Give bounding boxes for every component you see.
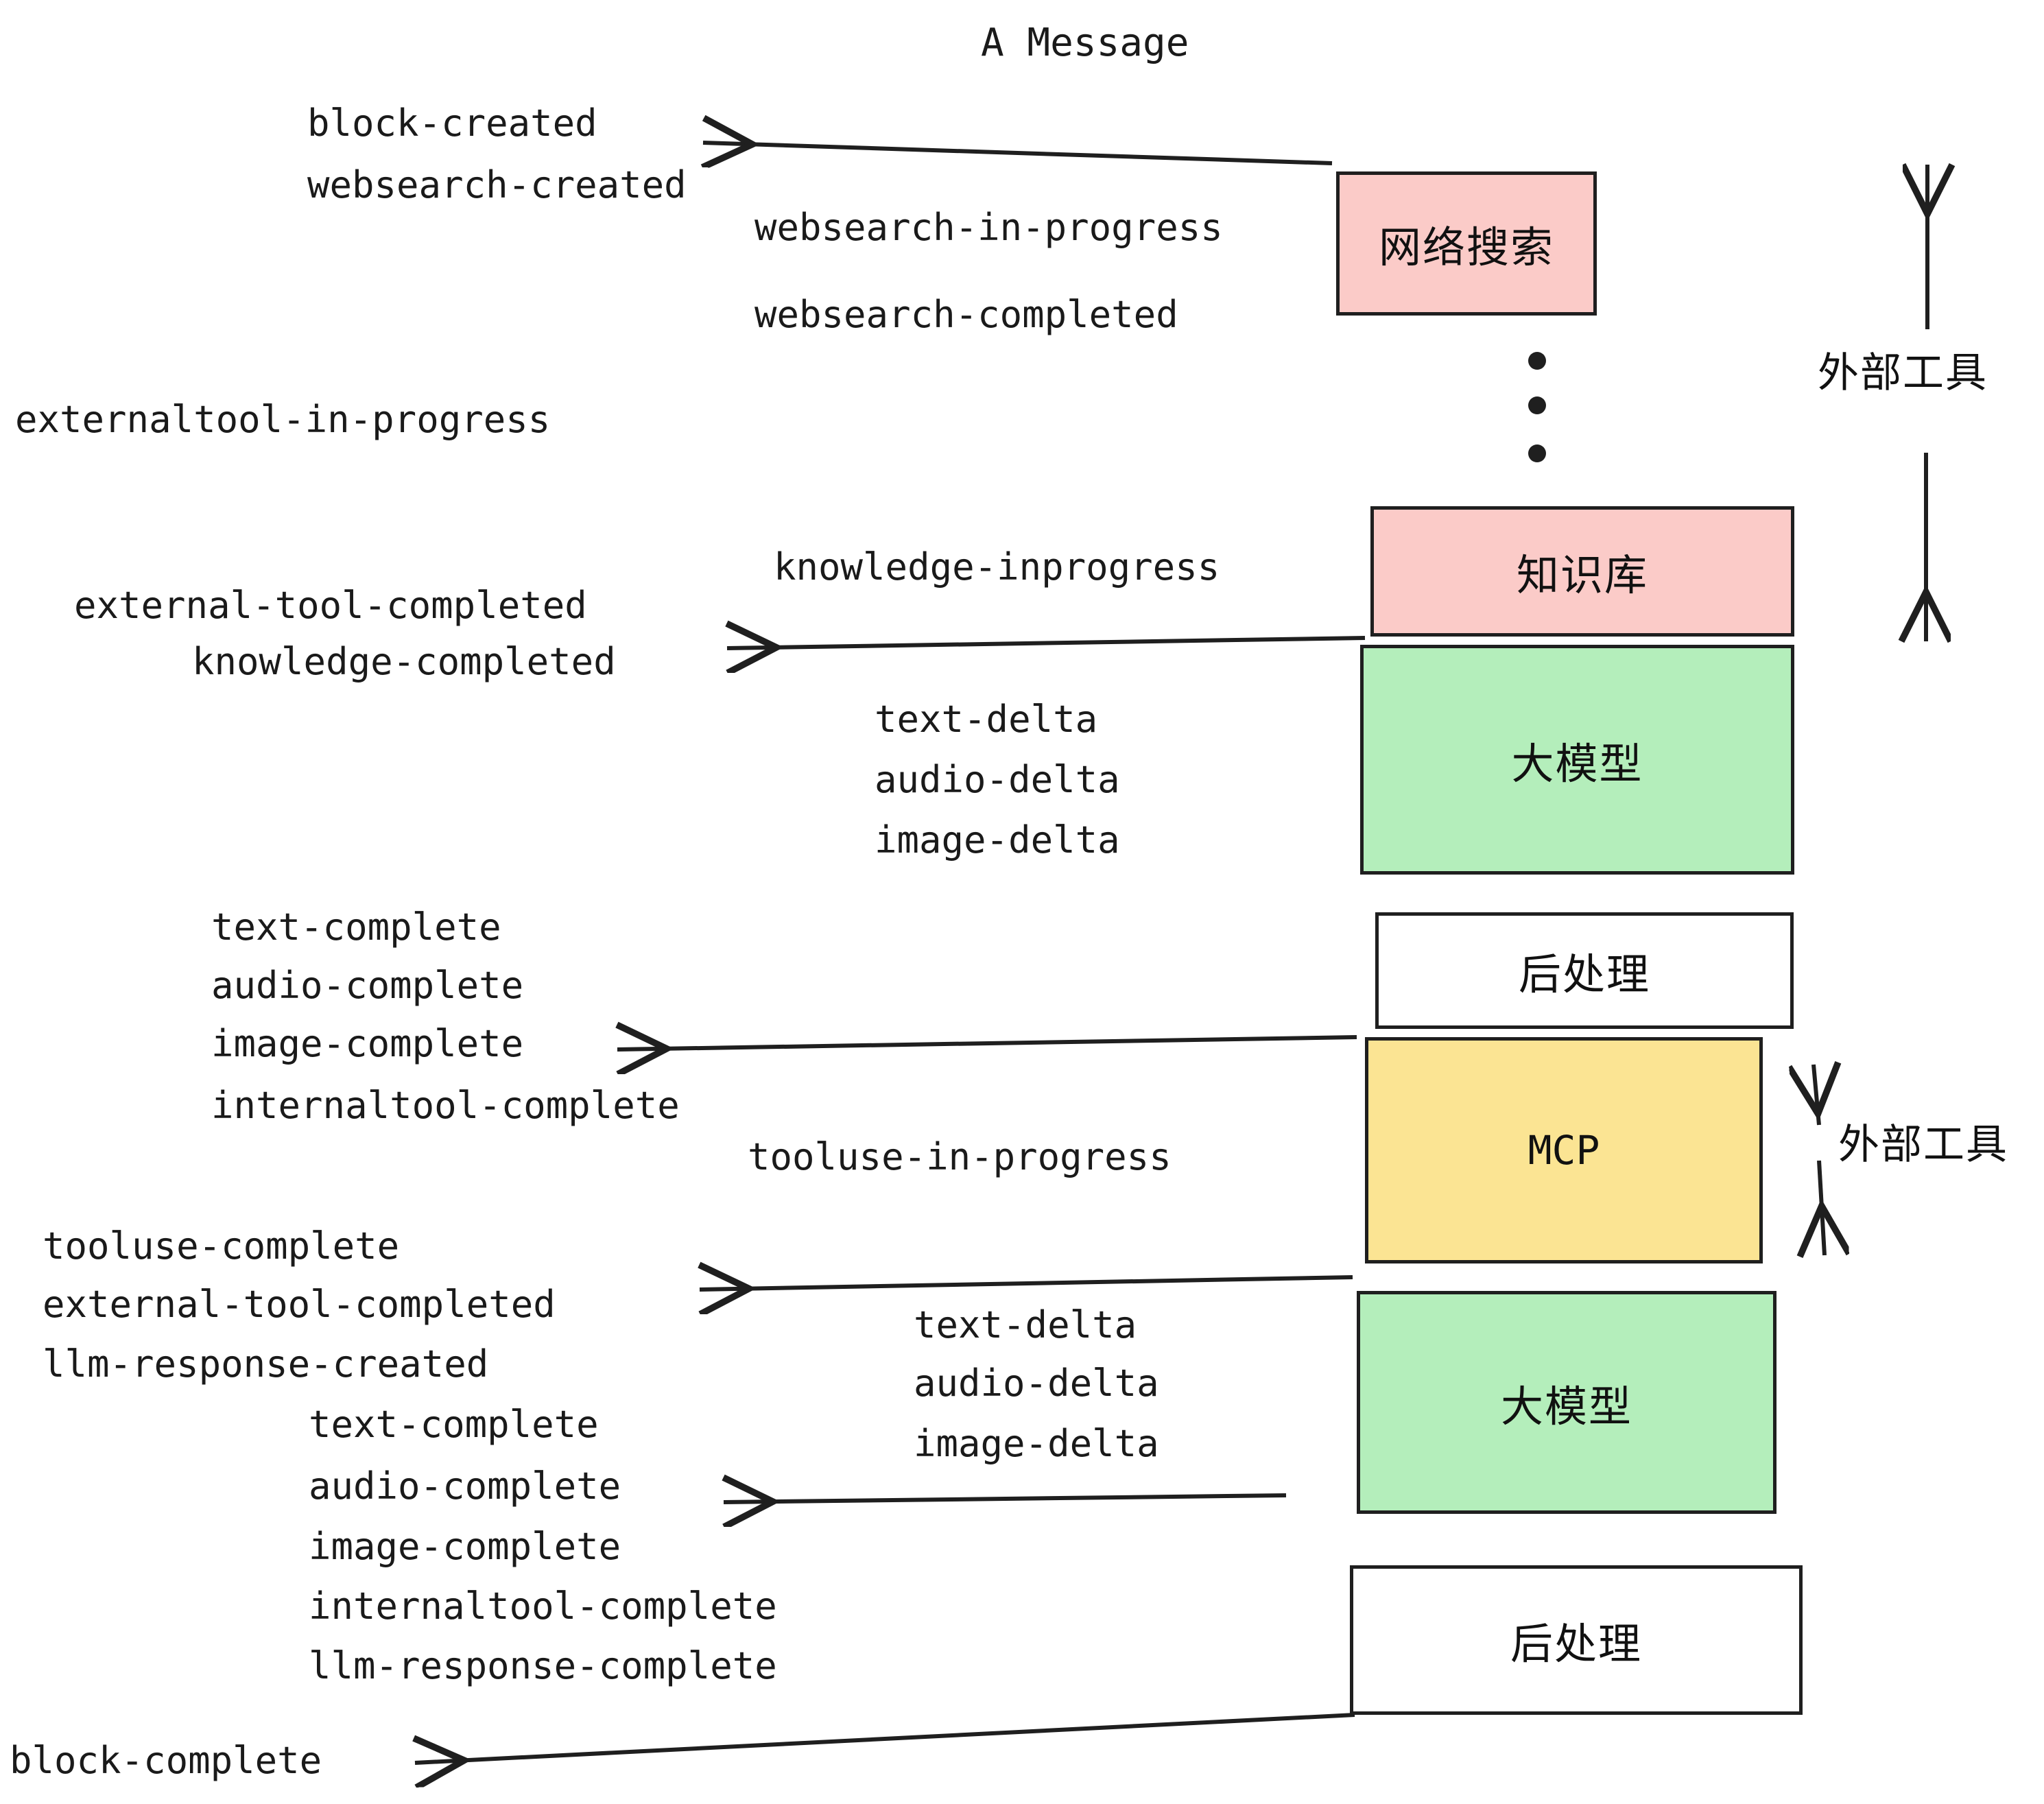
event-external-tool-completed-1: external-tool-completed: [74, 584, 587, 627]
event-websearch-completed: websearch-completed: [754, 293, 1178, 336]
event-text-complete-2: text-complete: [309, 1403, 599, 1446]
event-block-created: block-created: [307, 102, 597, 145]
node-postprocess-2[interactable]: 后处理: [1350, 1565, 1803, 1715]
event-llm-response-complete: llm-response-complete: [309, 1644, 777, 1687]
event-externaltool-in-progress: externaltool-in-progress: [15, 398, 551, 441]
arrow-websearch-to-block-created: [703, 143, 1333, 163]
event-image-delta-2: image-delta: [914, 1422, 1159, 1465]
event-text-delta-2: text-delta: [914, 1303, 1137, 1346]
event-llm-response-created: llm-response-created: [43, 1342, 489, 1386]
event-internaltool-complete-2: internaltool-complete: [309, 1585, 777, 1628]
node-mcp-label: MCP: [1528, 1127, 1600, 1174]
event-knowledge-inprogress: knowledge-inprogress: [774, 545, 1220, 589]
node-llm-1[interactable]: 大模型: [1360, 645, 1794, 875]
side-label-external-tools-top: 外部工具: [1818, 349, 1988, 397]
node-websearch[interactable]: 网络搜索: [1336, 171, 1597, 316]
arrow-external-tools-bottom-down: [1819, 1160, 1825, 1255]
node-websearch-label: 网络搜索: [1378, 222, 1554, 272]
node-knowledge[interactable]: 知识库: [1370, 506, 1794, 637]
event-image-complete-1: image-complete: [211, 1022, 524, 1065]
node-mcp[interactable]: MCP: [1365, 1037, 1763, 1263]
ellipsis-dot-2: [1528, 396, 1546, 414]
node-llm-1-label: 大模型: [1511, 738, 1643, 789]
arrow-mcp-to-tooluse-complete: [700, 1277, 1353, 1290]
arrow-external-tools-bottom-up: [1814, 1065, 1819, 1126]
event-audio-complete-1: audio-complete: [211, 964, 524, 1007]
ellipsis-dot-3: [1528, 444, 1546, 462]
node-llm-2-label: 大模型: [1500, 1381, 1632, 1432]
arrow-postprocess-to-block-complete: [415, 1713, 1355, 1763]
event-internaltool-complete-1: internaltool-complete: [211, 1084, 680, 1127]
event-tooluse-in-progress: tooluse-in-progress: [748, 1135, 1172, 1178]
side-label-external-tools-bottom: 外部工具: [1838, 1121, 2008, 1169]
event-websearch-in-progress: websearch-in-progress: [754, 206, 1223, 249]
event-text-delta-1: text-delta: [875, 698, 1098, 741]
arrow-knowledge-to-completed: [727, 638, 1366, 648]
node-knowledge-label: 知识库: [1516, 550, 1648, 600]
event-image-delta-1: image-delta: [875, 818, 1120, 862]
event-audio-delta-2: audio-delta: [914, 1362, 1159, 1405]
event-knowledge-completed: knowledge-completed: [192, 640, 616, 683]
event-websearch-created: websearch-created: [307, 163, 687, 206]
page-title: A Message: [981, 21, 1189, 65]
node-llm-2[interactable]: 大模型: [1357, 1291, 1776, 1514]
event-block-complete: block-complete: [10, 1739, 322, 1782]
arrow-llm2-to-audio-complete: [724, 1495, 1287, 1502]
event-tooluse-complete: tooluse-complete: [43, 1224, 400, 1268]
ellipsis-dot-1: [1528, 352, 1546, 370]
node-postprocess-1[interactable]: 后处理: [1375, 912, 1794, 1029]
event-image-complete-2: image-complete: [309, 1525, 621, 1568]
node-postprocess-2-label: 后处理: [1510, 1619, 1642, 1669]
event-audio-delta-1: audio-delta: [875, 758, 1120, 801]
arrow-mcp-to-image-complete: [617, 1037, 1357, 1049]
event-audio-complete-2: audio-complete: [309, 1464, 621, 1508]
event-text-complete-1: text-complete: [211, 905, 501, 949]
event-external-tool-completed-2: external-tool-completed: [43, 1283, 556, 1326]
node-postprocess-1-label: 后处理: [1518, 949, 1650, 999]
